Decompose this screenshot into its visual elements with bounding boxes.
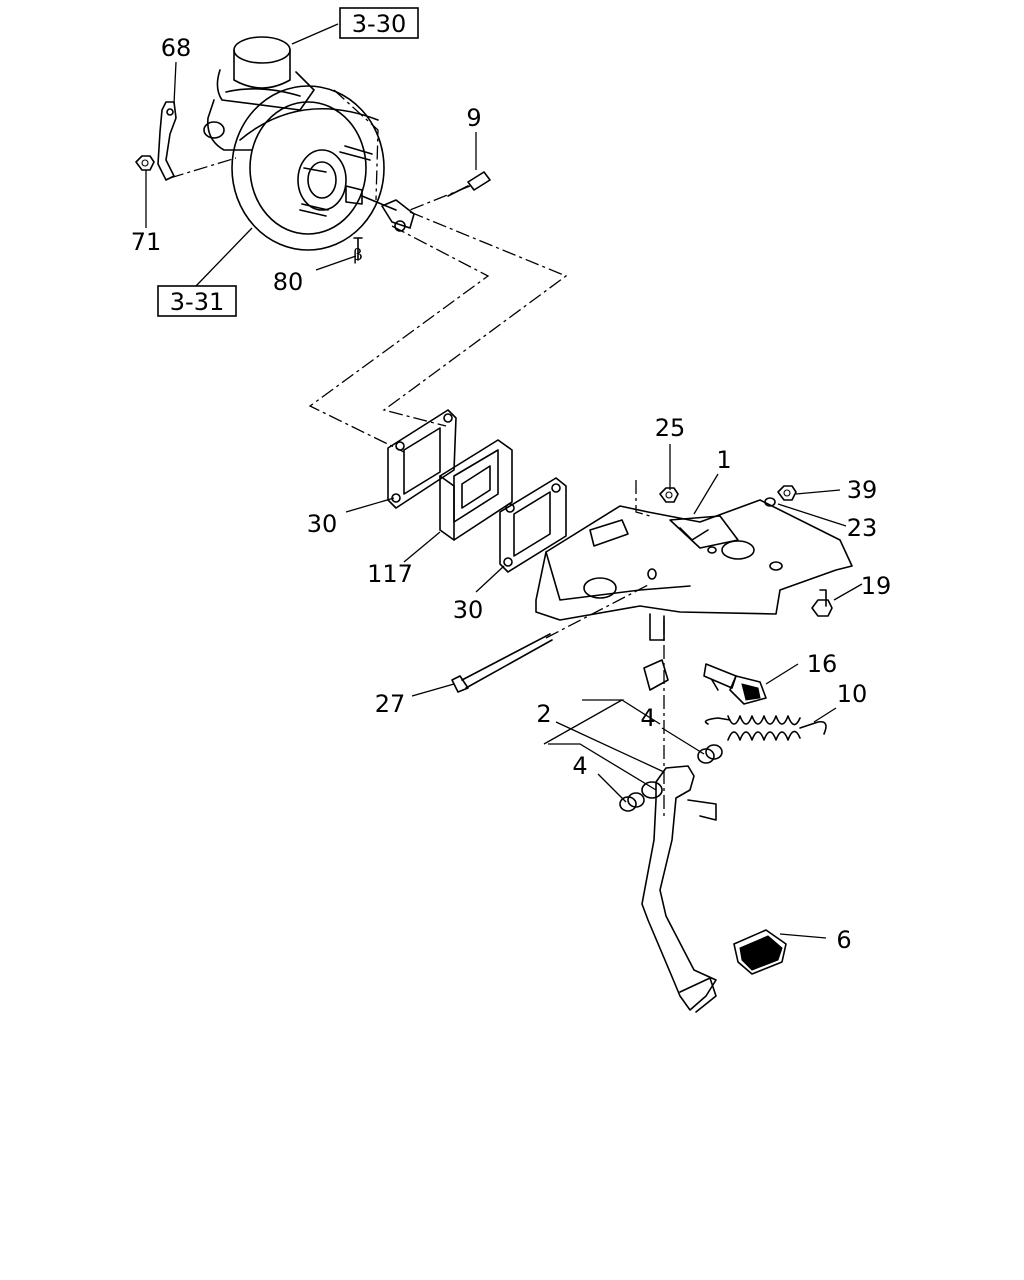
ref-box-3-31[interactable]: 3-31 <box>157 285 237 317</box>
callout-68: 68 <box>161 34 192 62</box>
callout-23: 23 <box>847 514 878 542</box>
callout-labels: 68 71 9 80 25 1 39 23 19 30 117 30 27 16… <box>131 34 892 954</box>
pedal-bracket-1 <box>535 499 853 641</box>
reference-dash-lines <box>169 89 665 820</box>
callout-2: 2 <box>536 700 551 728</box>
callout-117: 117 <box>367 560 413 588</box>
gasket-30-lower <box>499 477 567 573</box>
bolt-19 <box>811 589 833 617</box>
callout-30-lower: 30 <box>453 596 484 624</box>
callout-71: 71 <box>131 228 162 256</box>
ref-label-3-30: 3-30 <box>352 10 406 38</box>
callout-39: 39 <box>847 476 878 504</box>
gasket-30-upper <box>387 409 457 509</box>
callout-4-upper: 4 <box>640 704 655 732</box>
return-spring-10 <box>704 715 827 741</box>
callout-27: 27 <box>375 690 406 718</box>
callout-16: 16 <box>807 650 838 678</box>
washer-23 <box>764 497 776 507</box>
brake-booster-assembly <box>135 36 491 261</box>
bolt-27 <box>451 633 553 693</box>
stopper-plate <box>643 659 669 691</box>
leader-lines <box>145 23 863 939</box>
ref-label-3-31: 3-31 <box>170 288 224 316</box>
bushing-4-upper <box>697 744 723 764</box>
brake-pedal-2 <box>641 765 717 1013</box>
nut-39 <box>777 485 797 501</box>
callout-25: 25 <box>655 414 686 442</box>
callout-1: 1 <box>716 446 731 474</box>
callout-6: 6 <box>836 926 851 954</box>
callout-9: 9 <box>466 104 481 132</box>
pedal-pad-6 <box>733 929 787 975</box>
callout-30-upper: 30 <box>307 510 338 538</box>
spacer-117 <box>439 439 513 541</box>
ref-box-3-30[interactable]: 3-30 <box>339 7 419 39</box>
nut-25 <box>659 487 679 503</box>
pin-symbol: β <box>353 245 362 264</box>
callout-10: 10 <box>837 680 868 708</box>
callout-80: 80 <box>273 268 304 296</box>
callout-19: 19 <box>861 572 892 600</box>
stop-switch-16 <box>703 663 767 705</box>
bushing-4-lower <box>619 792 645 812</box>
callout-4-lower: 4 <box>572 752 587 780</box>
